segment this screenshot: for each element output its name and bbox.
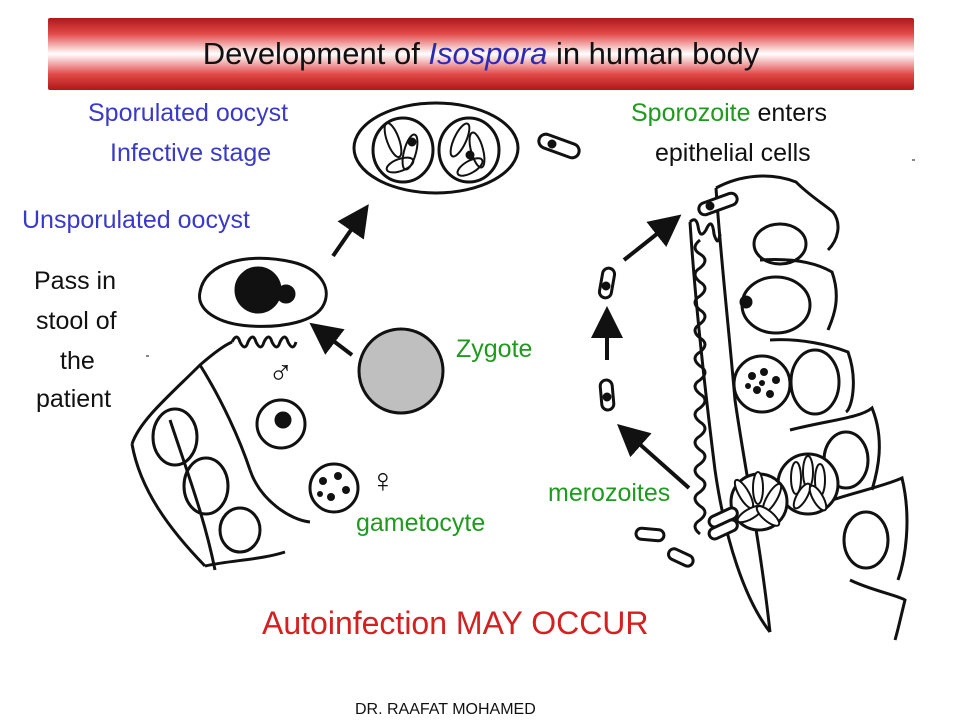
title-suffix: in human body: [547, 36, 760, 71]
arrow-reinvasion: [622, 214, 682, 262]
label-the: the: [60, 347, 95, 375]
arrow-merozoite-release: [617, 424, 691, 490]
label-infective-stage: Infective stage: [110, 139, 272, 167]
label-enters: enters: [750, 99, 827, 127]
sporozoite-entering: [697, 191, 739, 217]
female-symbol: ♀: [370, 462, 396, 500]
author-credit: DR. RAAFAT MOHAMED: [355, 701, 536, 718]
title-genus: Isospora: [428, 36, 548, 71]
label-unsporulated-oocyst: Unsporulated oocyst: [22, 206, 250, 234]
label-pass-in: Pass in: [34, 267, 116, 295]
male-symbol: ♂: [268, 354, 294, 392]
arrow-to-sporulated: [331, 204, 369, 258]
label-epithelial-cells: epithelial cells: [655, 139, 811, 167]
label-merozoites: merozoites: [548, 479, 671, 507]
page-title: Development of Isospora in human body: [48, 34, 914, 74]
free-merozoites: [597, 266, 739, 568]
female-gametocyte-dots: [317, 472, 350, 501]
title-banner: [48, 18, 914, 90]
sporozoite-free: [537, 132, 581, 160]
segmenter-merozoites: [733, 455, 828, 527]
label-sporozoite-enters: Sporozoite enters: [631, 96, 827, 130]
label-autoinfection: Autoinfection MAY OCCUR: [262, 605, 649, 641]
label-patient: patient: [36, 385, 112, 413]
label-sporozoite: Sporozoite: [631, 99, 751, 127]
right-epithelium: [688, 174, 909, 641]
label-zygote: Zygote: [456, 335, 533, 363]
left-epithelium: [130, 335, 360, 571]
label-gametocyte: gametocyte: [356, 509, 486, 537]
label-stool-of: stool of: [36, 307, 117, 335]
title-prefix: Development of: [202, 36, 429, 71]
unsporulated-oocyst: [198, 256, 328, 328]
zygote: [357, 327, 445, 415]
sporulated-oocyst: [352, 101, 520, 195]
schizont-dots: [745, 368, 780, 398]
label-sporulated-oocyst: Sporulated oocyst: [88, 99, 289, 127]
arrow-to-unsporulated: [309, 322, 354, 357]
